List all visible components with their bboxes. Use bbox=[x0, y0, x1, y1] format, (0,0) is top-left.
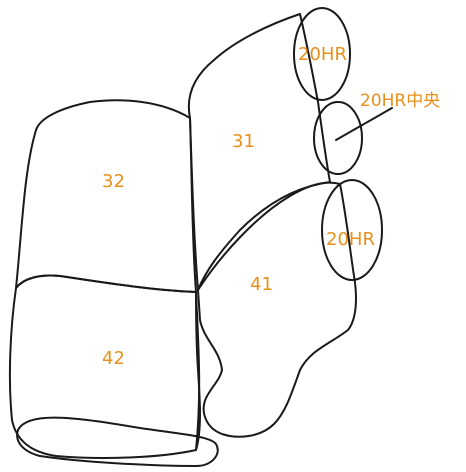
label-headrest-bottom: 20HR bbox=[326, 229, 375, 250]
part-42-front-edge bbox=[16, 416, 219, 467]
label-41: 41 bbox=[250, 274, 273, 295]
label-31: 31 bbox=[232, 131, 255, 152]
label-32: 32 bbox=[102, 171, 125, 192]
label-headrest-center: 20HR中央 bbox=[360, 91, 440, 111]
label-headrest-top: 20HR bbox=[298, 44, 347, 65]
headrest-bottom-outline bbox=[321, 179, 383, 281]
headrest-center-leader bbox=[335, 107, 393, 141]
part-42-outline bbox=[8, 274, 201, 459]
center-divider bbox=[195, 291, 201, 451]
part-31-outline bbox=[187, 13, 331, 291]
label-42: 42 bbox=[102, 348, 125, 369]
part-32-outline bbox=[15, 99, 197, 293]
headrest-center-outline bbox=[313, 101, 363, 175]
part-41-outline bbox=[197, 181, 357, 438]
headrest-top-outline bbox=[293, 7, 351, 101]
